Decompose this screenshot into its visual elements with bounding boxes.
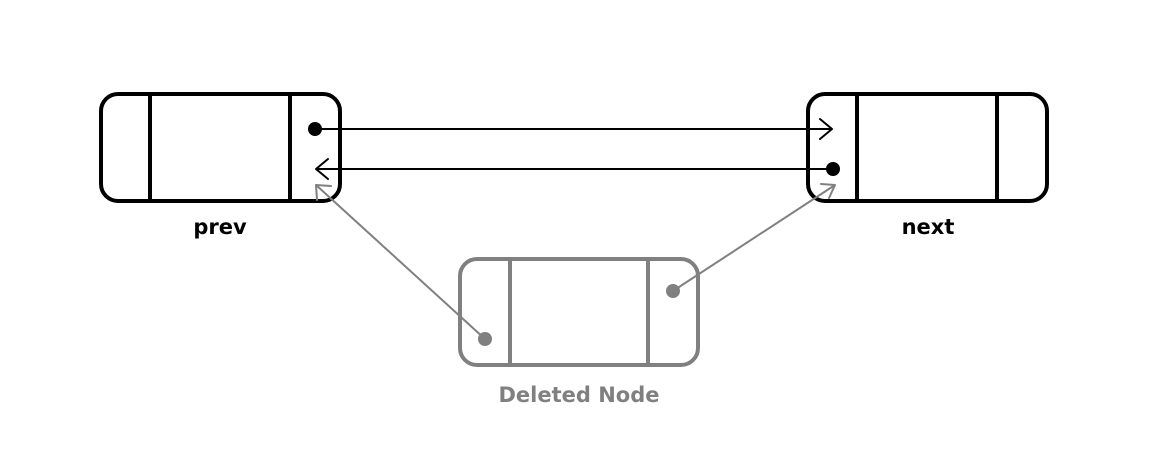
deleted-to-prev-link	[315, 184, 486, 340]
deleted-node-box	[458, 257, 700, 367]
deleted-to-prev-arrowhead	[315, 184, 332, 201]
deleted-to-next-line	[672, 184, 836, 292]
prev-node	[99, 92, 342, 203]
prev-to-next-link	[315, 118, 833, 140]
deleted-node	[458, 257, 700, 367]
next-to-prev-arrowhead	[315, 158, 329, 180]
prev-label: prev	[193, 215, 247, 239]
deleted-to-prev-line	[315, 184, 486, 340]
prev-node-box	[99, 92, 342, 203]
deleted-node-label: Deleted Node	[498, 383, 659, 407]
next-to-prev-link	[315, 158, 833, 180]
next-node-box	[806, 92, 1049, 203]
deleted-to-next-link	[672, 183, 836, 292]
deleted-to-next-arrowhead	[820, 183, 836, 199]
prev-to-next-arrowhead	[819, 118, 833, 140]
next-node	[806, 92, 1049, 203]
next-label: next	[902, 215, 955, 239]
